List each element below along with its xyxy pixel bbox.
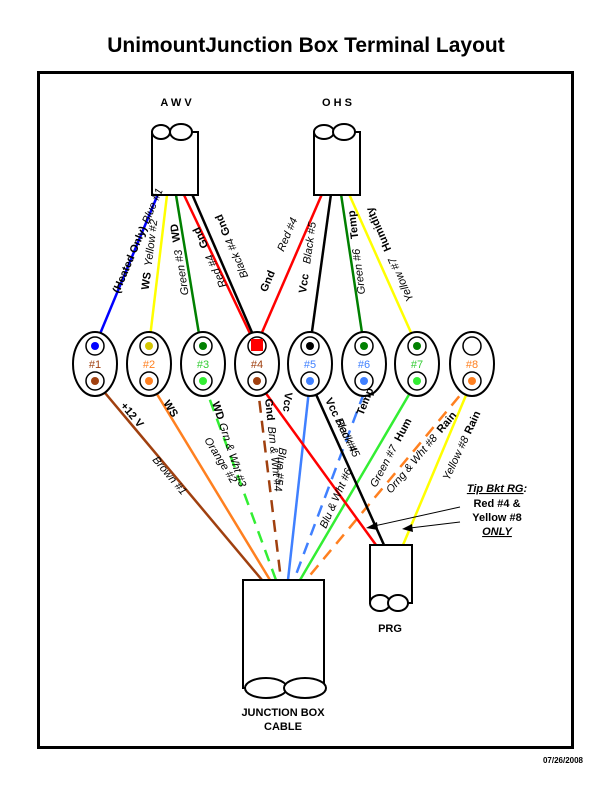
wire-awv-yellow [147,194,169,347]
prg-label: PRG [378,623,402,635]
wire-awv-blue [93,193,160,347]
svg-text:Yellow #8: Yellow #8 [472,512,522,524]
terminal-5-label: #5 [304,359,316,371]
terminal-4-label: #4 [251,359,263,371]
diagram-frame [37,71,574,749]
wire-grnwht-3 [201,380,278,581]
terminal-2-label: #2 [143,359,155,371]
wire-red-4-prg [255,380,378,546]
wire-awv-red [182,194,257,345]
svg-text:ONLY: ONLY [482,526,513,538]
wire-awv-green [174,194,203,347]
terminal-4 [234,331,280,397]
junction-box-label-1: JUNCTION BOX [241,707,325,719]
wire-brnwht-4 [255,380,283,581]
svg-text:Green #6Temp: Green #6Temp [346,209,368,295]
page-title: UnimountJunction Box Terminal Layout [107,34,505,57]
prg-connector [369,544,413,612]
wire-orange-2 [147,380,272,581]
terminal-3-label: #3 [197,359,209,371]
terminal-3 [180,331,226,397]
wires [93,193,474,581]
terminal-7 [394,331,440,397]
ohs-sensor [313,123,361,196]
svg-text:Tip Bkt RG:: Tip Bkt RG: [467,483,528,495]
junction-box-label-2: CABLE [264,721,302,733]
wire-green-7 [298,380,419,581]
terminal-6-label: #6 [358,359,370,371]
tip-bucket-note: Tip Bkt RG: Red #4 & Yellow #8 ONLY [366,483,527,538]
wire-ohs-yellow [347,193,419,347]
svg-text:GndRed #4: GndRed #4 [258,216,300,294]
junction-box-cable [242,579,327,699]
wire-bluwht-6 [292,392,366,581]
wire-orngwht-8 [305,380,473,581]
wire-awv-black [190,193,259,345]
svg-text:Red #4 &: Red #4 & [473,498,520,510]
label-vcc-blue: VccBlue #5 [272,392,294,487]
terminal-2 [126,331,172,397]
wire-ohs-green [339,193,366,347]
ohs-label: O H S [322,97,352,109]
svg-text:Green #3WD: Green #3WD [168,223,191,296]
awv-sensor [151,123,199,196]
wire-ohs-red [255,193,324,345]
date-stamp: 07/26/2008 [542,756,583,765]
terminal-8-label: #8 [466,359,478,371]
svg-text:VccBlack #5: VccBlack #5 [297,220,319,294]
wire-blue-5 [286,380,312,581]
label-ws: WS [160,398,180,419]
wire-brown-1 [94,380,263,581]
terminal-6 [341,331,387,397]
terminal-block: #1 #2 #3 #4 #5 #6 #7 #8 [72,331,495,397]
terminal-1 [72,331,118,397]
terminal-8 [449,331,495,397]
terminal-7-label: #7 [411,359,423,371]
terminal-5 [287,331,333,397]
label-brown-1: Brown #1 [150,454,189,497]
wire-black-5-prg [308,380,386,546]
svg-text:WSYellow #2: WSYellow #2 [140,219,161,291]
wire-ohs-black [308,193,333,347]
wire-yellow-8-prg [401,380,474,546]
awv-label: A W V [160,97,192,109]
terminal-1-label: #1 [89,359,101,371]
